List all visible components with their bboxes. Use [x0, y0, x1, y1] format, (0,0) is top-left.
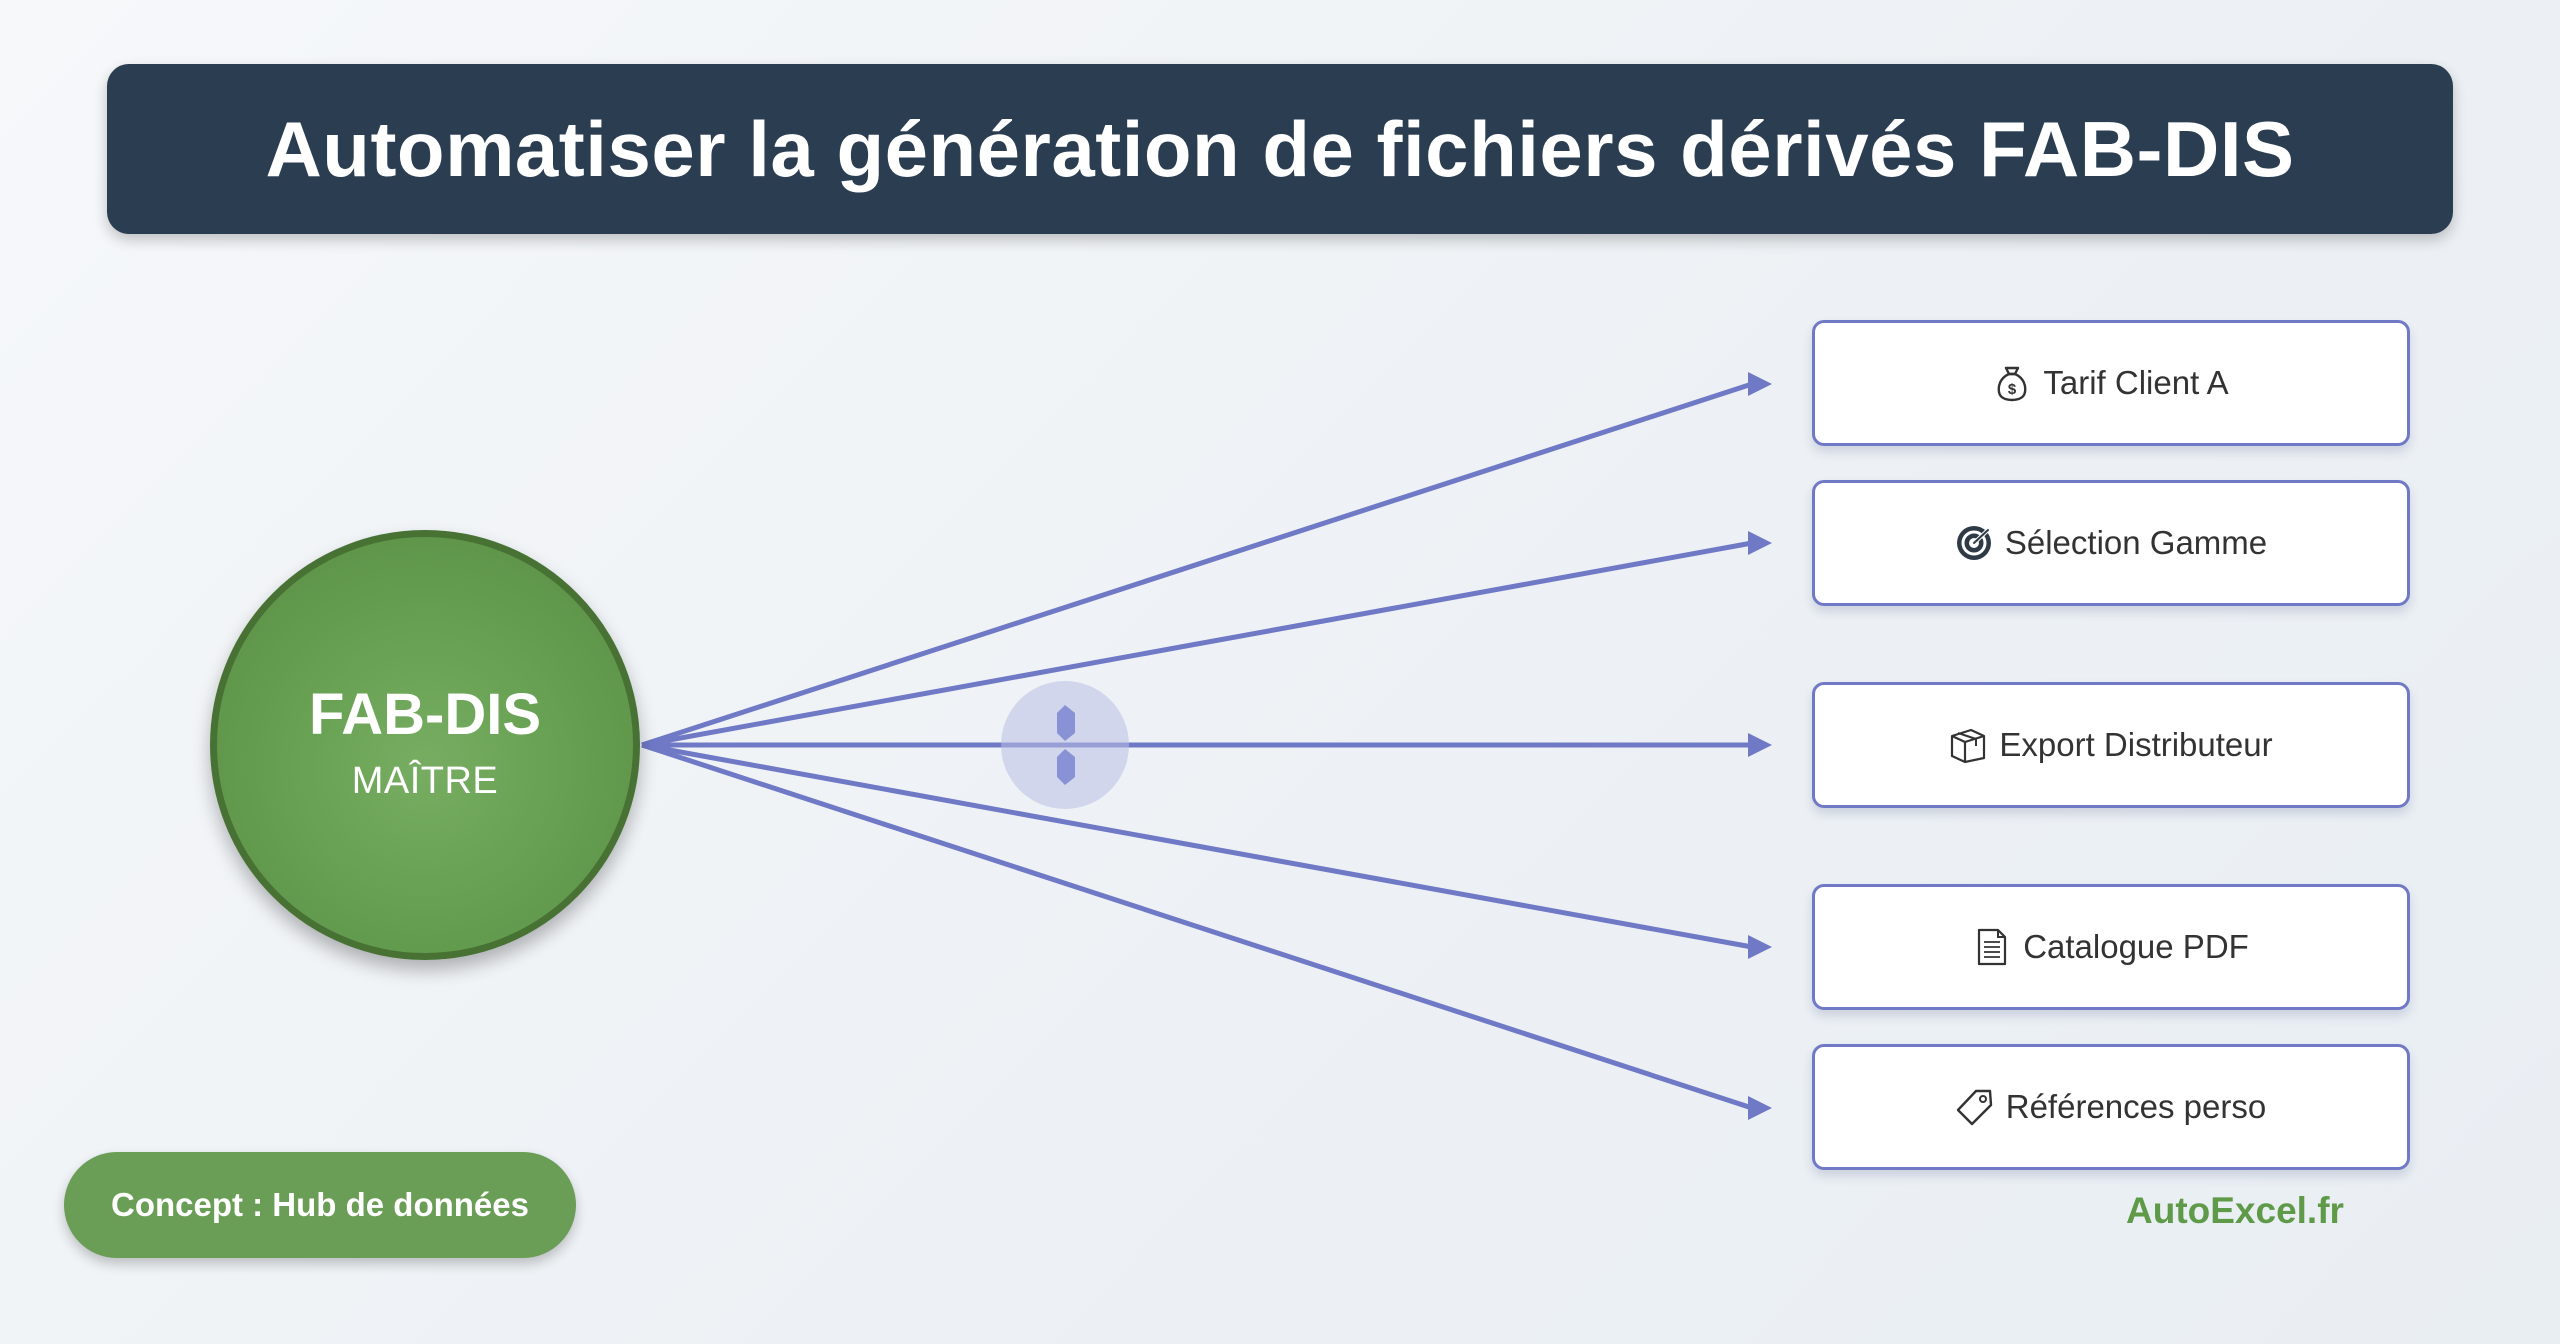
- arrowhead-tarif-client: [1748, 372, 1772, 396]
- flow-pulse-icon: [1001, 681, 1129, 809]
- hub-node: FAB-DIS MAÎTRE: [210, 530, 640, 960]
- arrowhead-selection-gamme: [1748, 531, 1772, 555]
- target-box-selection-gamme: Sélection Gamme: [1812, 480, 2410, 606]
- target-label-catalogue-pdf: Catalogue PDF: [2023, 928, 2249, 965]
- target-box-export-distributeur: Export Distributeur: [1812, 682, 2410, 808]
- target-label-references-perso: Références perso: [2005, 1088, 2267, 1125]
- page-title: Automatiser la génération de fichiers dé…: [265, 104, 2295, 193]
- target-label-selection-gamme: Sélection Gamme: [2004, 524, 2268, 561]
- tag-icon: [1956, 1088, 1994, 1126]
- connector-tarif-client: [641, 381, 1753, 748]
- arrowhead-catalogue-pdf: [1748, 935, 1772, 959]
- hub-subtitle: MAÎTRE: [351, 760, 499, 802]
- connector-selection-gamme: [641, 540, 1753, 748]
- target-box-references-perso: Références perso: [1812, 1044, 2410, 1170]
- hub-title: FAB-DIS: [309, 682, 541, 747]
- connector-references-perso: [641, 742, 1753, 1111]
- arrowhead-references-perso: [1748, 1096, 1772, 1120]
- svg-text:$: $: [2008, 381, 2017, 398]
- money-bag-icon: $: [1993, 364, 2031, 402]
- document-icon: [1973, 928, 2011, 966]
- package-icon: [1949, 726, 1987, 764]
- target-label-tarif-client: Tarif Client A: [2043, 364, 2229, 401]
- concept-badge: Concept : Hub de données: [64, 1152, 576, 1258]
- title-banner: Automatiser la génération de fichiers dé…: [107, 64, 2453, 234]
- concept-label: Concept : Hub de données: [110, 1186, 529, 1223]
- target-icon: [1955, 524, 1993, 562]
- target-box-tarif-client: $ Tarif Client A: [1812, 320, 2410, 446]
- brand-label: AutoExcel.fr: [2126, 1190, 2344, 1231]
- connector-catalogue-pdf: [641, 742, 1753, 950]
- target-label-export-distributeur: Export Distributeur: [1999, 726, 2273, 763]
- target-box-catalogue-pdf: Catalogue PDF: [1812, 884, 2410, 1010]
- arrowhead-export-distributeur: [1748, 733, 1772, 757]
